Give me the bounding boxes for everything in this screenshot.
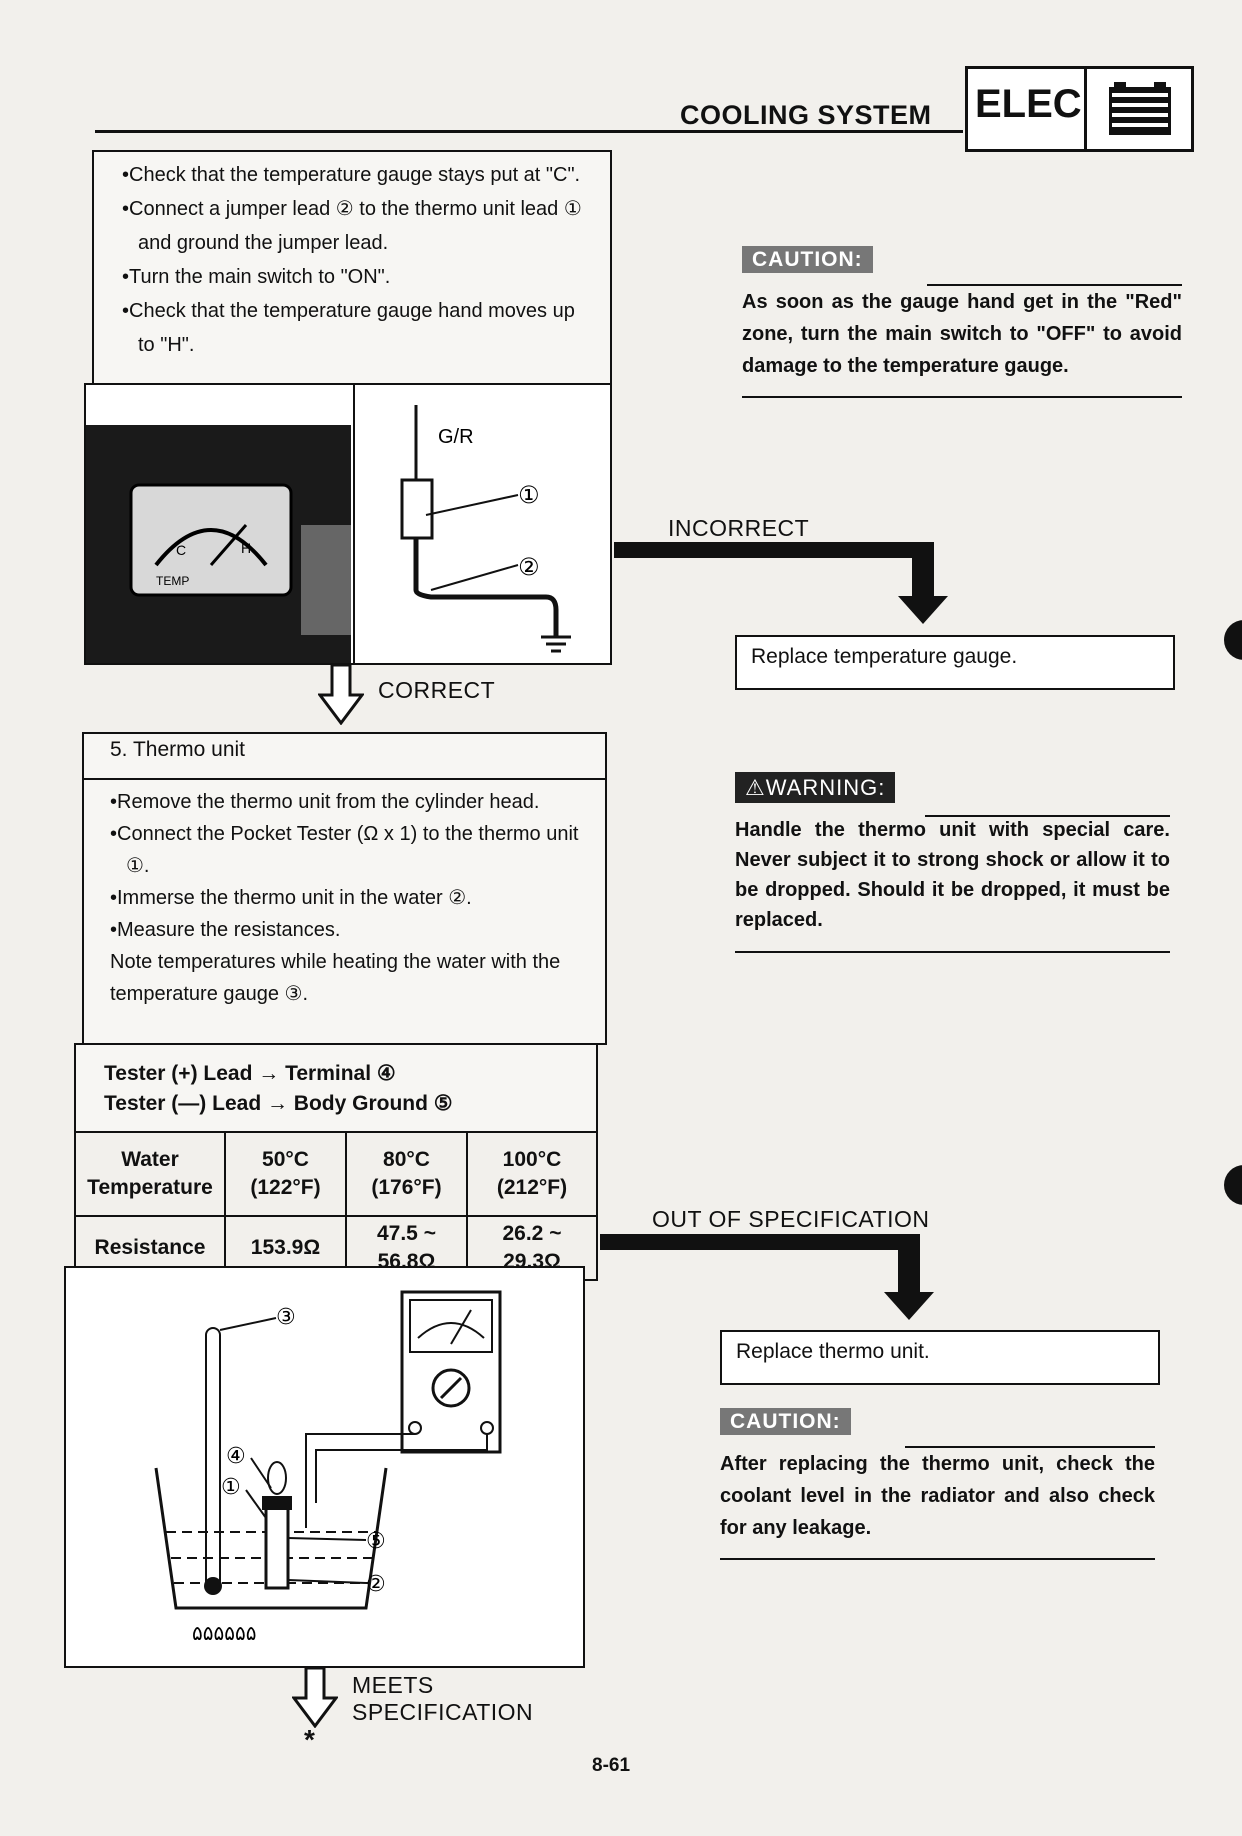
gauge-check-box: •Check that the temperature gauge stays …	[92, 150, 612, 385]
gauge-check-figure: C H TEMP G/R ① ②	[84, 383, 612, 665]
replace-gauge-box: Replace temperature gauge.	[735, 635, 1175, 690]
replace-thermo-unit-box: Replace thermo unit.	[720, 1330, 1160, 1385]
thermo-unit-box: 5. Thermo unit •Remove the thermo unit f…	[82, 732, 607, 1045]
callout-5: ⑤	[366, 1529, 386, 1554]
step-text: •Remove the thermo unit from the cylinde…	[110, 791, 540, 813]
flame-icons: ۵۵۵۵۵۵	[192, 1621, 256, 1645]
warning-tag: ⚠WARNING:	[735, 772, 896, 803]
gauge-c-label: C	[176, 542, 186, 558]
callout-1: ①	[518, 481, 540, 509]
specification-label: SPECIFICATION	[352, 1699, 534, 1725]
callout-3: ③	[276, 1305, 296, 1330]
leads-box: Tester (+) Lead → Terminal ④ Tester (—) …	[74, 1043, 598, 1133]
elec-tab-label: ELEC	[975, 82, 1082, 126]
binding-hole	[1224, 620, 1242, 660]
callout-2: ②	[518, 553, 540, 581]
meets-spec-label: MEETS SPECIFICATION	[352, 1672, 533, 1726]
warning-block: ⚠WARNING: Handle the thermo unit with sp…	[735, 772, 1170, 953]
table-header-temp: Water Temperature	[74, 1131, 226, 1217]
incorrect-label: INCORRECT	[668, 515, 810, 541]
header-rule	[95, 130, 963, 133]
down-arrow-icon	[291, 1666, 339, 1733]
resistance-table: Water Temperature 50°C (122°F) 80°C (176…	[74, 1131, 599, 1281]
callout-2: ②	[366, 1572, 386, 1597]
caution-tag: CAUTION:	[742, 246, 873, 273]
caution-block-2: CAUTION: After replacing the thermo unit…	[720, 1408, 1155, 1560]
caution-tag: CAUTION:	[720, 1408, 851, 1435]
out-of-spec-flow-arrow	[598, 1232, 948, 1327]
meets-label: MEETS	[352, 1672, 434, 1698]
warning-text: Handle the thermo unit with special care…	[735, 819, 1170, 931]
binding-hole	[1224, 1165, 1242, 1205]
incorrect-flow-arrow	[612, 540, 962, 630]
thermo-test-figure: ③ ④ ① ⑤ ② ۵۵۵۵۵۵	[64, 1266, 585, 1668]
callout-4: ④	[226, 1444, 246, 1469]
step-text: •Connect the Pocket Tester (Ω x 1) to th…	[110, 823, 579, 877]
caution-text: After replacing the thermo unit, check t…	[720, 1453, 1155, 1539]
note-text: Note temperatures while heating the wate…	[110, 951, 561, 1005]
step-text: •Connect a jumper lead ② to the thermo u…	[122, 198, 582, 254]
gauge-temp-label: TEMP	[156, 574, 189, 588]
callout-1: ①	[221, 1475, 241, 1500]
thermo-unit-test-diagram: ③ ④ ① ⑤ ② ۵۵۵۵۵۵	[154, 1290, 502, 1645]
step-text: •Turn the main switch to "ON".	[122, 266, 391, 288]
out-of-spec-label: OUT OF SPECIFICATION	[652, 1206, 930, 1232]
battery-icon	[1084, 66, 1194, 152]
water-container	[154, 1467, 388, 1610]
thermo-unit	[264, 1506, 290, 1590]
lead-minus: Tester (—) Lead → Body Ground ⑤	[104, 1092, 453, 1115]
step-text: •Check that the temperature gauge stays …	[122, 164, 581, 186]
elec-tab	[965, 66, 1091, 152]
gauge-photo-and-wiring-diagram: C H TEMP G/R ① ②	[86, 385, 571, 663]
lead-plus: Tester (+) Lead → Terminal ④	[104, 1062, 396, 1085]
down-arrow-icon	[317, 663, 365, 730]
caution-block-1: CAUTION: As soon as the gauge hand get i…	[742, 246, 1182, 398]
step-text: •Measure the resistances.	[110, 919, 341, 941]
thermo-unit-title: 5. Thermo unit	[84, 734, 605, 780]
caution-text: As soon as the gauge hand get in the "Re…	[742, 291, 1182, 377]
table-cell: 100°C (212°F)	[465, 1131, 599, 1217]
step-text: •Immerse the thermo unit in the water ②.	[110, 887, 472, 909]
table-cell: 80°C (176°F)	[344, 1131, 468, 1217]
wire-color-label: G/R	[438, 426, 474, 448]
continue-asterisk: *	[304, 1724, 315, 1755]
table-cell: 50°C (122°F)	[224, 1131, 347, 1217]
thermo-unit-symbol	[400, 478, 434, 540]
correct-label: CORRECT	[378, 677, 496, 703]
step-text: •Check that the temperature gauge hand m…	[122, 300, 575, 356]
gauge-h-label: H	[241, 540, 251, 556]
section-title: COOLING SYSTEM	[680, 100, 932, 130]
page-number: 8-61	[592, 1755, 631, 1776]
thermometer	[205, 1327, 221, 1591]
